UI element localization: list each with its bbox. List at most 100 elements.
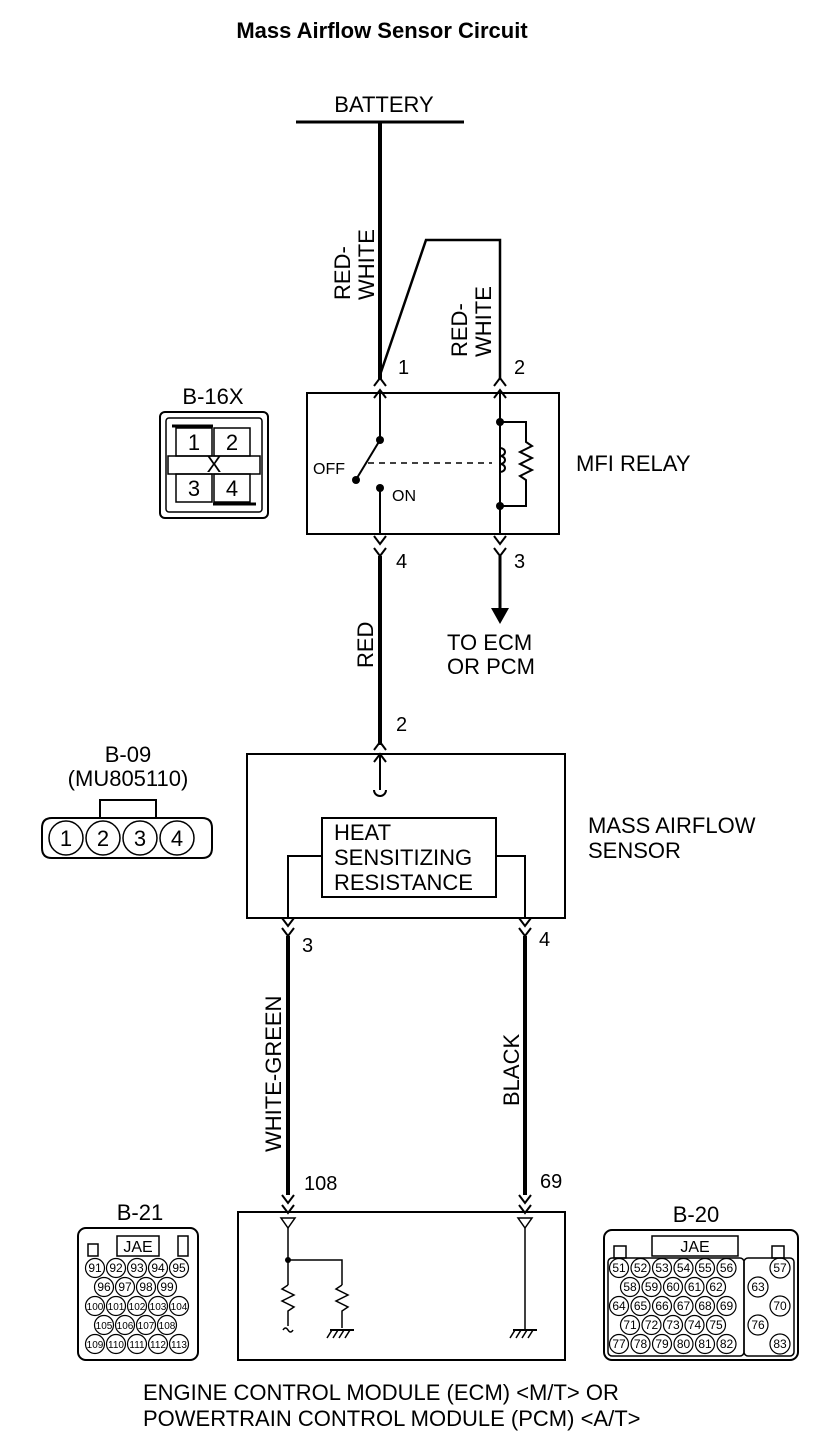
b21-pin-93 xyxy=(126,1257,148,1279)
b20-pin-59 xyxy=(641,1276,662,1298)
b20-pin-label: 71 xyxy=(623,1318,637,1332)
b20-pin-57 xyxy=(769,1257,791,1279)
maf-label-line1: MASS AIRFLOW xyxy=(588,813,756,838)
svg-text:RED-: RED- xyxy=(447,303,472,357)
b20-pin-53 xyxy=(651,1257,673,1279)
b20-pin-label: 63 xyxy=(751,1280,765,1294)
connector-mark-relay-1 xyxy=(373,376,387,399)
ecm-box xyxy=(237,1211,566,1361)
b20-pin-56 xyxy=(716,1257,737,1279)
connector-mark-relay-3 xyxy=(493,535,507,558)
maf-label-line2: SENSOR xyxy=(588,838,681,863)
b09-part-number: (MU805110) xyxy=(68,766,189,791)
b20-pin-label: 68 xyxy=(698,1299,712,1313)
b20-pin-label: 62 xyxy=(709,1280,723,1294)
b21-pin-105 xyxy=(93,1314,115,1336)
b21-pin-96 xyxy=(93,1276,115,1298)
b20-pin-label: 82 xyxy=(720,1337,734,1351)
b20-pin-81 xyxy=(694,1333,716,1355)
relay-pin-2: 2 xyxy=(514,357,525,379)
maf-internal-wire-3 xyxy=(287,855,322,918)
b21-pin-label: 107 xyxy=(138,1321,155,1332)
b20-pin-62 xyxy=(705,1276,727,1298)
ecm-input-circuit-108 xyxy=(279,1217,354,1339)
maf-pin-4: 4 xyxy=(539,929,550,951)
connector-mark-relay-2 xyxy=(493,376,507,399)
b09-connector: 1 2 3 4 xyxy=(41,799,213,859)
b20-pin-80 xyxy=(673,1333,694,1355)
b20-pin-75 xyxy=(705,1314,727,1336)
b21-pin-label: 110 xyxy=(108,1340,124,1351)
b20-pin-60 xyxy=(662,1276,684,1298)
to-ecm-label-line2: OR PCM xyxy=(447,654,535,679)
b21-pin-label: 111 xyxy=(129,1340,145,1351)
b21-pin-label: 104 xyxy=(171,1302,188,1313)
maf-pin-3: 3 xyxy=(302,935,313,957)
b20-pin-label: 73 xyxy=(666,1318,680,1332)
b16x-connector-label: B-16X xyxy=(182,384,243,409)
relay-pin-4: 4 xyxy=(396,551,407,573)
svg-text:4: 4 xyxy=(226,476,238,501)
b21-pin-107 xyxy=(135,1314,157,1336)
relay-pin-3: 3 xyxy=(514,551,525,573)
b20-pin-76 xyxy=(747,1314,769,1336)
wire-label-red-white-2: RED- WHITE xyxy=(447,286,496,357)
b20-pin-63 xyxy=(747,1276,769,1298)
relay-pin-1: 1 xyxy=(398,357,409,379)
b21-pin-92 xyxy=(105,1257,127,1279)
connector-mark-maf-3 xyxy=(281,917,295,938)
b21-pin-label: 101 xyxy=(108,1302,125,1313)
switch-on-label: ON xyxy=(392,488,416,505)
connector-mark-ecm-108 xyxy=(281,1194,295,1215)
b21-pin-97 xyxy=(114,1276,136,1298)
connector-mark-maf-4 xyxy=(518,917,532,938)
b20-pin-label: 69 xyxy=(720,1299,734,1313)
b20-pin-label: 52 xyxy=(634,1261,648,1275)
battery-label: BATTERY xyxy=(334,92,434,117)
b20-pin-label: 70 xyxy=(773,1299,787,1313)
relay-switch xyxy=(352,393,492,534)
b21-pin-label: 112 xyxy=(150,1340,166,1351)
b20-connector-label: B-20 xyxy=(673,1202,719,1227)
ecm-label-line1: ENGINE CONTROL MODULE (ECM) <M/T> OR xyxy=(143,1380,619,1405)
ecm-pin-69: 69 xyxy=(540,1171,562,1193)
b21-pin-label: 105 xyxy=(96,1321,113,1332)
maf-open-terminal xyxy=(373,754,387,797)
element-label-line1: HEAT xyxy=(334,820,391,845)
b21-pin-113 xyxy=(168,1333,190,1355)
b20-pin-64 xyxy=(608,1295,630,1317)
b21-pin-label: 97 xyxy=(118,1280,132,1294)
b21-pin-label: 100 xyxy=(87,1302,104,1313)
b21-pin-label: 92 xyxy=(109,1261,123,1275)
b21-pin-111 xyxy=(126,1333,148,1355)
b21-pin-label: 103 xyxy=(150,1302,167,1313)
b20-pin-82 xyxy=(716,1333,737,1355)
b20-pin-51 xyxy=(608,1257,630,1279)
b20-pin-label: 79 xyxy=(655,1337,669,1351)
b21-pin-95 xyxy=(168,1257,190,1279)
svg-text:4: 4 xyxy=(171,826,183,851)
element-label-line3: RESISTANCE xyxy=(334,870,473,895)
maf-pin-2: 2 xyxy=(396,714,407,736)
b21-pin-label: 108 xyxy=(159,1321,176,1332)
b20-pin-label: 67 xyxy=(677,1299,691,1313)
b20-pin-73 xyxy=(662,1314,684,1336)
connector-mark-relay-4 xyxy=(373,535,387,558)
heat-sensitizing-resistance-box xyxy=(321,817,497,898)
svg-text:X: X xyxy=(207,452,222,477)
svg-text:WHITE: WHITE xyxy=(471,286,496,357)
svg-text:RED-: RED- xyxy=(330,246,355,300)
wire-red-white-branch xyxy=(378,238,502,380)
b20-pin-55 xyxy=(694,1257,716,1279)
b21-pin-label: 106 xyxy=(117,1321,134,1332)
b21-pin-label: 99 xyxy=(160,1280,174,1294)
b09-connector-label: B-09 xyxy=(105,742,151,767)
b21-pin-91 xyxy=(84,1257,106,1279)
b20-pin-78 xyxy=(630,1333,651,1355)
to-ecm-label-line1: TO ECM xyxy=(447,630,532,655)
b21-pin-102 xyxy=(126,1295,148,1317)
ecm-label-line2: POWERTRAIN CONTROL MODULE (PCM) <A/T> xyxy=(143,1406,641,1431)
b21-pin-101 xyxy=(105,1295,127,1317)
